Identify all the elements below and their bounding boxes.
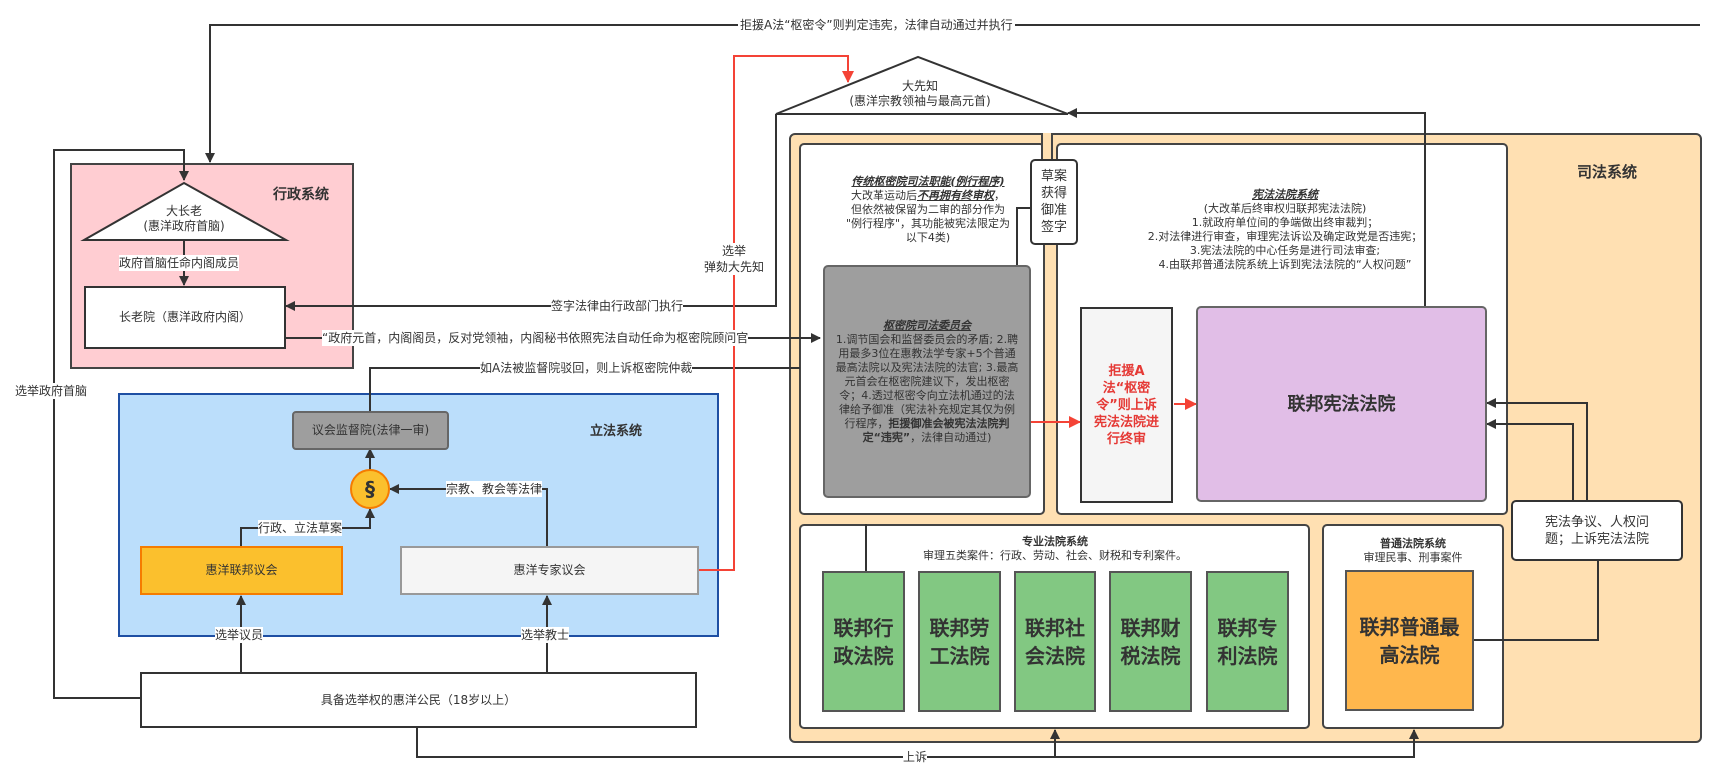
edge-dispute-2 xyxy=(1486,419,1574,501)
law-symbol-icon: § xyxy=(350,469,390,509)
grand-elder-shape xyxy=(80,181,290,241)
edge-court-to-prophet xyxy=(1067,108,1426,306)
expert-council-node[interactable]: 惠洋专家议会 xyxy=(400,546,699,595)
edge-label-appeal-privy: 如A法被监督院驳回，则上诉枢密院仲裁 xyxy=(480,360,693,376)
reject-appeal-node[interactable]: 拒援A法“枢密令”则上诉宪法法院进行终审 xyxy=(1080,307,1173,503)
constitutional-line: 4.由联邦普通法院系统上诉到宪法法院的“人权问题” xyxy=(1158,258,1412,271)
edge-label-appoint: 政府首脑任命内阁成员 xyxy=(119,255,240,271)
constitutional-system-heading: 宪法法院系统 xyxy=(1252,188,1318,201)
grand-prophet-title: 大先知 xyxy=(901,79,938,93)
federal-parliament-node[interactable]: 惠洋联邦议会 xyxy=(140,546,343,595)
labor-court-node[interactable]: 联邦劳工法院 xyxy=(918,571,1001,712)
edge-label-drafts: 行政、立法草案 xyxy=(258,520,343,536)
constitutional-line: 1.就政府单位间的争端做出终审裁判； xyxy=(1191,216,1379,229)
edge-label-top-override: 拒援A法“枢密令”则判定违宪，法律自动通过并执行 xyxy=(738,17,1015,33)
social-court-node[interactable]: 联邦社会法院 xyxy=(1014,571,1096,712)
prophet-shape xyxy=(775,55,1069,115)
privy-traditional-line4: 以下4类) xyxy=(905,230,951,244)
emphasis: 拒援御准会被宪法法院判定“违宪” xyxy=(862,416,1010,444)
edge-label-appeal-bottom: 上诉 xyxy=(903,749,928,765)
ordinary-system-text: 普通法院系统 审理民事、刑事案件 xyxy=(1330,536,1496,566)
constitutional-system-text: 宪法法院系统 (大改革后终审权归联邦宪法法院) 1.就政府单位间的争端做出终审裁… xyxy=(1070,185,1500,275)
executive-system-title: 行政系统 xyxy=(273,187,329,203)
edge-elect-head xyxy=(53,149,189,699)
constitutional-line: 2.对法律进行审查，审理宪法诉讼及确定政党是否违宪； xyxy=(1147,230,1423,243)
royal-assent-node[interactable]: 草案获得御准签字 xyxy=(1030,159,1078,245)
text: ， xyxy=(994,188,1005,202)
ordinary-system-subtitle: 审理民事、刑事案件 xyxy=(1363,551,1463,564)
edge-label-elect-impeach: 选举 弹劾大先知 xyxy=(696,243,772,275)
finance-court-node[interactable]: 联邦财税法院 xyxy=(1109,571,1192,712)
grand-prophet-subtitle: (惠洋宗教领袖与最高元首) xyxy=(849,94,991,108)
edge-elect-impeach xyxy=(698,55,854,571)
privy-traditional-heading: 传统枢密院司法职能(例行程序) xyxy=(851,174,1005,188)
specialized-system-heading: 专业法院系统 xyxy=(1022,535,1088,548)
edge-top xyxy=(205,24,1700,163)
oversight-chamber-node[interactable]: 议会监督院(法律一审) xyxy=(292,411,449,450)
grand-elder-node[interactable]: 大长老 (惠洋政府首脑) xyxy=(134,203,234,235)
grand-elder-title: 大长老 xyxy=(165,204,202,218)
constitutional-court-node[interactable]: 联邦宪法法院 xyxy=(1196,306,1487,502)
text: ，法律自动通过) xyxy=(910,430,992,444)
privy-traditional-line1: 大改革运动后不再拥有终审权， xyxy=(851,189,1005,203)
edge-privy-to-assent xyxy=(1016,207,1030,265)
cabinet-node[interactable]: 长老院（惠洋政府内阁） xyxy=(84,286,286,349)
edge-supreme-dispute xyxy=(1474,561,1599,641)
judicial-system-title: 司法系统 xyxy=(1577,163,1638,181)
patent-court-node[interactable]: 联邦专利法院 xyxy=(1206,571,1289,712)
legislative-system-title: 立法系统 xyxy=(590,424,643,439)
edge-dispute-1 xyxy=(1486,398,1588,501)
edge-religious-law xyxy=(389,484,548,546)
grand-elder-subtitle: (惠洋政府首脑) xyxy=(143,219,225,233)
edge-sign-execute xyxy=(285,114,777,311)
edge-label-privy-appoint: “政府元首，内阁阁员，反对党领袖，内阁秘书依照宪法自动任命为枢密院顾问官 xyxy=(322,330,749,346)
elect-label: 选举 xyxy=(721,244,746,258)
impeach-label: 弹劾大先知 xyxy=(703,260,764,274)
edge-label-elect-clergy: 选举教士 xyxy=(521,627,570,643)
privy-committee-node[interactable]: 枢密院司法委员会 1.调节国会和监督委员会的矛盾; 2.聘用最多3位在惠教法学专… xyxy=(823,265,1031,498)
edge-label-sign-execute: 签字法律由行政部门执行 xyxy=(551,298,684,314)
specialized-system-subtitle: 审理五类案件：行政、劳动、社会、财税和专利案件。 xyxy=(923,549,1187,562)
specialized-system-text: 专业法院系统 审理五类案件：行政、劳动、社会、财税和专利案件。 xyxy=(810,534,1300,564)
constitutional-line: (大改革后终审权归联邦宪法法院) xyxy=(1203,202,1367,215)
grand-prophet-node[interactable]: 大先知 (惠洋宗教领袖与最高元首) xyxy=(840,78,1000,110)
edge-label-religious-law: 宗教、教会等法律 xyxy=(446,481,543,497)
privy-committee-heading: 枢密院司法委员会 xyxy=(883,318,971,332)
privy-traditional-line3: "例行程序"，其功能被宪法限定为 xyxy=(845,216,1011,230)
ordinary-system-heading: 普通法院系统 xyxy=(1380,537,1446,550)
edge-label-elect-head: 选举政府首脑 xyxy=(15,383,88,399)
text: 1.调节国会和监督委员会的矛盾; 2.聘用最多3位在惠教法学专家+5个普通最高法… xyxy=(835,332,1019,430)
administrative-court-node[interactable]: 联邦行政法院 xyxy=(822,571,905,712)
privy-traditional-line2: 但依然被保留为二审的部分作为 xyxy=(851,202,1005,216)
constitutional-line: 3.宪法法院的中心任务是进行司法审查; xyxy=(1189,244,1381,257)
supreme-court-node[interactable]: 联邦普通最高法院 xyxy=(1345,570,1474,711)
edge-label-elect-members: 选举议员 xyxy=(215,627,264,643)
constitutional-dispute-node[interactable]: 宪法争议、人权问题；上诉宪法法院 xyxy=(1511,500,1683,561)
privy-traditional-text: 传统枢密院司法职能(例行程序) 大改革运动后不再拥有终审权， 但依然被保留为二审… xyxy=(832,172,1024,247)
text: 大改革运动后 xyxy=(851,188,917,202)
privy-committee-body: 1.调节国会和监督委员会的矛盾; 2.聘用最多3位在惠教法学专家+5个普通最高法… xyxy=(835,333,1019,445)
citizens-node[interactable]: 具备选举权的惠洋公民（18岁以上） xyxy=(140,672,697,728)
emphasis: 不再拥有终审权 xyxy=(917,188,994,202)
royal-assent-connector xyxy=(1041,133,1053,161)
